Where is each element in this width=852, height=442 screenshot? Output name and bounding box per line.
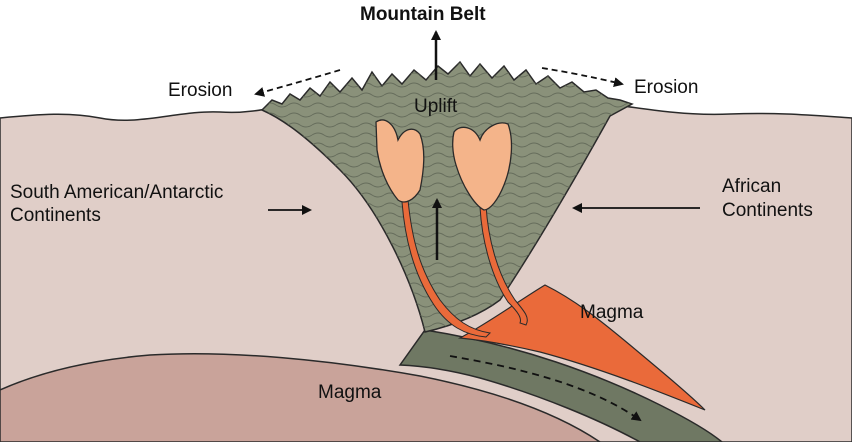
magma-right-label: Magma [580, 302, 644, 323]
magma-conduit-left [401, 199, 492, 338]
erosion-left-label: Erosion [168, 80, 233, 101]
magma-bottom-label: Magma [318, 382, 382, 403]
erosion-left-arrow [254, 69, 341, 97]
mantle-magma [0, 352, 602, 442]
south-american-label-line2: Continents [10, 205, 101, 226]
uplift-label: Uplift [414, 96, 458, 117]
magma-conduit-right [479, 204, 528, 326]
slab-motion-arrow [449, 355, 642, 422]
mountain-texture [262, 62, 632, 332]
south-american-label-line1: South American/Antarctic [10, 182, 224, 203]
erosion-right-arrow [541, 67, 624, 88]
pluton-left [375, 119, 425, 203]
pluton-right [452, 122, 513, 211]
erosion-right-label: Erosion [634, 77, 699, 98]
diagram-title: Mountain Belt [360, 4, 486, 25]
african-label-line2: Continents [722, 200, 813, 221]
african-label-line1: African [722, 176, 782, 197]
